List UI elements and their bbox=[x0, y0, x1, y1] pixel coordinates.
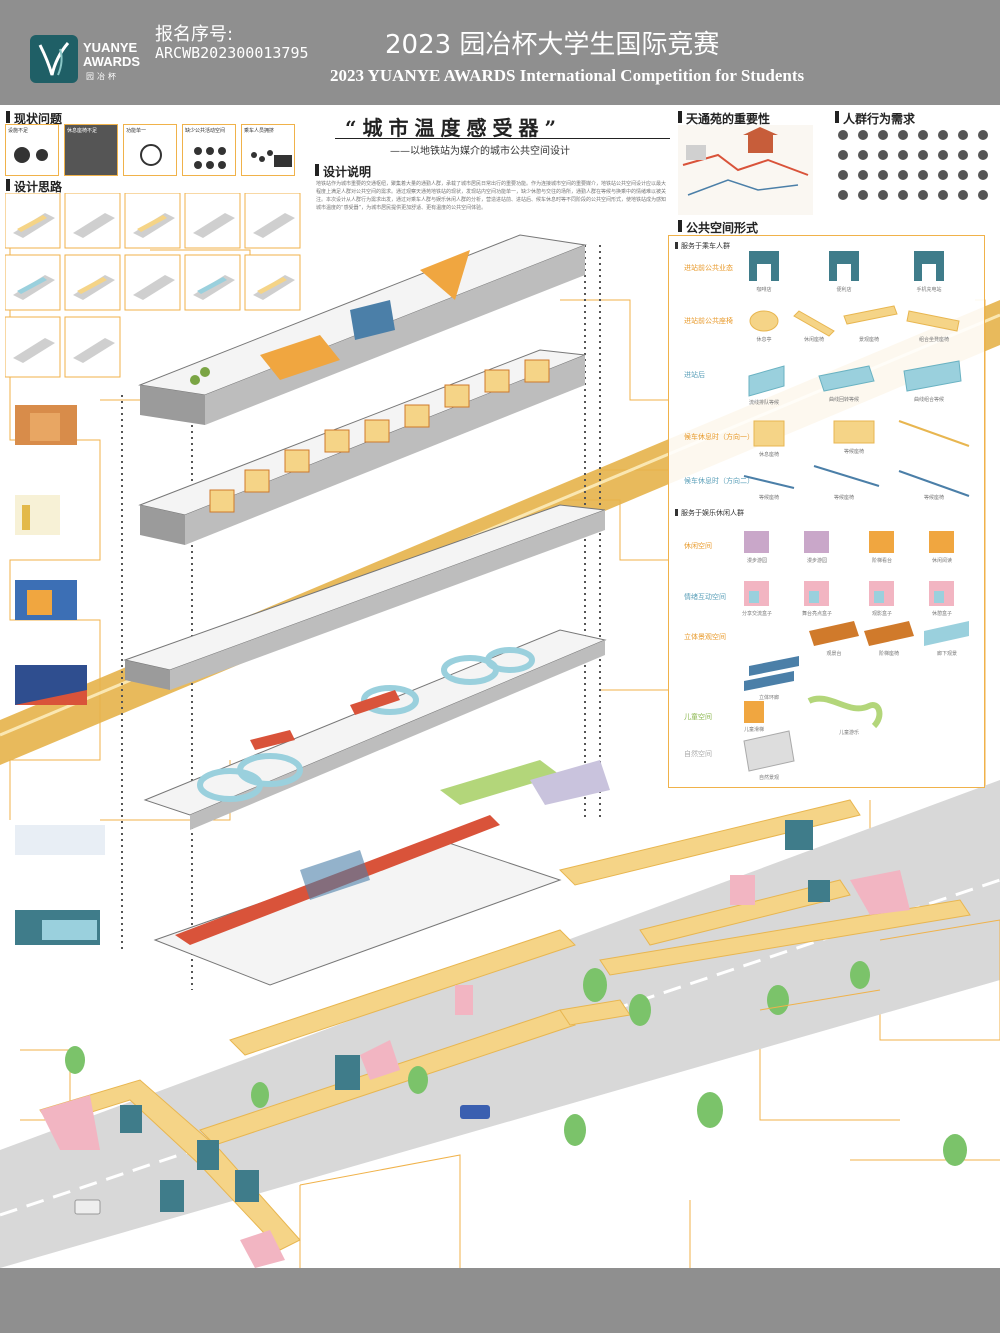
item-label: 等候座椅 bbox=[758, 495, 779, 501]
item-label: 流线排队等候 bbox=[748, 400, 779, 406]
yuanye-awards-logo: YUANYE AWARDS 园冶杯 bbox=[30, 35, 140, 83]
section-space-forms: 公共空间形式 bbox=[678, 219, 758, 236]
issue-cell-3: 功能单一 bbox=[123, 124, 177, 176]
section-current-issues: 现状问题 bbox=[6, 110, 62, 127]
issue-label: 功能单一 bbox=[126, 128, 147, 134]
competition-title-en: 2023 YUANYE AWARDS International Competi… bbox=[330, 66, 805, 85]
item-label: 曲线回转等候 bbox=[828, 397, 859, 403]
registration-label: 报名序号: bbox=[155, 24, 234, 45]
logo-text-cn: 园冶杯 bbox=[86, 72, 119, 81]
item-label: 休闲阅读 bbox=[931, 558, 952, 564]
category-emotion: 情绪互动空间 bbox=[684, 593, 726, 601]
space-forms-panel: 服务于乘车人群 进站前公共业态 进站前公共座椅 进站后 候车休息时（方向一） 候… bbox=[668, 235, 985, 788]
logo-text-awards: AWARDS bbox=[83, 54, 141, 69]
category-waiting-dir2: 候车休息时（方向二） bbox=[684, 477, 754, 485]
level-connectors bbox=[121, 245, 601, 990]
poster-main-title: “城市温度感受器” bbox=[345, 116, 563, 140]
item-label: 等候座椅 bbox=[923, 495, 944, 501]
truck bbox=[74, 1199, 101, 1215]
footer-band bbox=[0, 1268, 1000, 1333]
item-label: 咖啡店 bbox=[756, 287, 772, 293]
item-label: 曲线组合等候 bbox=[913, 397, 944, 403]
level-3 bbox=[123, 504, 606, 690]
level-5 bbox=[153, 815, 562, 986]
section-importance: 天通苑的重要性 bbox=[678, 110, 770, 127]
poster-subtitle: ——以地铁站为媒介的城市公共空间设计 bbox=[390, 146, 570, 157]
item-label: 等候座椅 bbox=[833, 495, 854, 501]
issue-cell-5: 乘车人员拥挤 bbox=[241, 124, 295, 176]
item-label: 廊下观景 bbox=[936, 651, 957, 657]
design-ideas-grid bbox=[5, 193, 301, 378]
item-label: 观影盒子 bbox=[871, 611, 892, 617]
item-label: 休憩盒子 bbox=[931, 611, 952, 617]
issue-cell-1: 设施不足 bbox=[5, 124, 59, 176]
item-label: 舞台亮点盒子 bbox=[801, 611, 832, 617]
logo-mark-icon bbox=[30, 35, 78, 83]
building-outlines bbox=[299, 919, 1000, 1268]
section-crowd-needs: 人群行为需求 bbox=[835, 110, 915, 127]
item-label: 分享交流盒子 bbox=[741, 611, 772, 617]
competition-title-cn: 2023 园冶杯大学生国际竞赛 bbox=[385, 30, 720, 60]
title-divider bbox=[335, 138, 670, 139]
issue-label: 设施不足 bbox=[8, 128, 29, 134]
section-design-notes: 设计说明 bbox=[315, 163, 371, 180]
issue-label: 休息座椅不足 bbox=[67, 128, 98, 134]
group-leisure: 服务于娱乐休闲人群 bbox=[675, 508, 744, 518]
item-label: 景观座椅 bbox=[858, 337, 879, 343]
item-label: 自然景观 bbox=[758, 775, 779, 781]
item-label: 立体环廊 bbox=[758, 695, 779, 701]
scene-thumbnails bbox=[15, 405, 105, 945]
car bbox=[460, 1105, 490, 1119]
issue-label: 缺少公共活动空间 bbox=[185, 128, 226, 134]
pink-stairs bbox=[40, 870, 910, 1268]
registration-number: ARCWB202300013795 bbox=[155, 44, 309, 62]
level-4 bbox=[143, 629, 610, 830]
section-design-ideas: 设计思路 bbox=[6, 178, 62, 195]
crowd-needs-icons bbox=[838, 130, 988, 200]
design-description: 地铁站作为城市重要的交通枢纽，聚集着大量的通勤人群，承载了城市居民日常出行的重要… bbox=[316, 181, 667, 211]
category-nature: 自然空间 bbox=[684, 750, 712, 758]
item-label: 手机充电站 bbox=[916, 287, 942, 293]
importance-map bbox=[678, 125, 813, 215]
item-label: 休息座椅 bbox=[758, 452, 779, 458]
issue-cell-2: 休息座椅不足 bbox=[64, 124, 118, 176]
category-leisure: 休闲空间 bbox=[684, 542, 712, 550]
item-label: 观景台 bbox=[826, 651, 842, 657]
category-pre-entry-business: 进站前公共业态 bbox=[684, 264, 733, 272]
category-waiting-dir1: 候车休息时（方向一） bbox=[684, 433, 754, 441]
item-label: 休闲座椅 bbox=[803, 337, 824, 343]
kiosks bbox=[120, 820, 830, 1212]
logo-text-yuanye: YUANYE bbox=[83, 40, 138, 55]
group-passengers: 服务于乘车人群 bbox=[675, 241, 730, 251]
item-label: 便利店 bbox=[836, 287, 852, 293]
item-label: 休息亭 bbox=[756, 337, 772, 343]
item-label: 组合坐凳座椅 bbox=[918, 337, 949, 343]
item-label: 儿童滑梯 bbox=[743, 727, 764, 733]
item-label: 等候座椅 bbox=[843, 449, 864, 455]
category-3d-landscape: 立体景观空间 bbox=[684, 633, 726, 641]
category-pre-entry-seating: 进站前公共座椅 bbox=[684, 317, 733, 325]
space-form-illustrations bbox=[743, 251, 970, 772]
road bbox=[0, 780, 1000, 1268]
category-children: 儿童空间 bbox=[684, 713, 712, 721]
category-post-entry: 进站后 bbox=[684, 371, 705, 379]
issue-cell-4: 缺少公共活动空间 bbox=[182, 124, 236, 176]
item-label: 漫步游园 bbox=[746, 558, 767, 564]
issue-label: 乘车人员拥挤 bbox=[244, 128, 275, 134]
item-label: 阶梯看台 bbox=[871, 558, 892, 564]
level-1 bbox=[138, 234, 587, 425]
item-label: 漫步游园 bbox=[806, 558, 827, 564]
item-label: 阶梯座椅 bbox=[878, 651, 899, 657]
level-2 bbox=[138, 349, 586, 545]
header-band: YUANYE AWARDS 园冶杯 报名序号: ARCWB20230001379… bbox=[0, 0, 1000, 105]
item-label: 儿童游乐 bbox=[838, 730, 859, 736]
